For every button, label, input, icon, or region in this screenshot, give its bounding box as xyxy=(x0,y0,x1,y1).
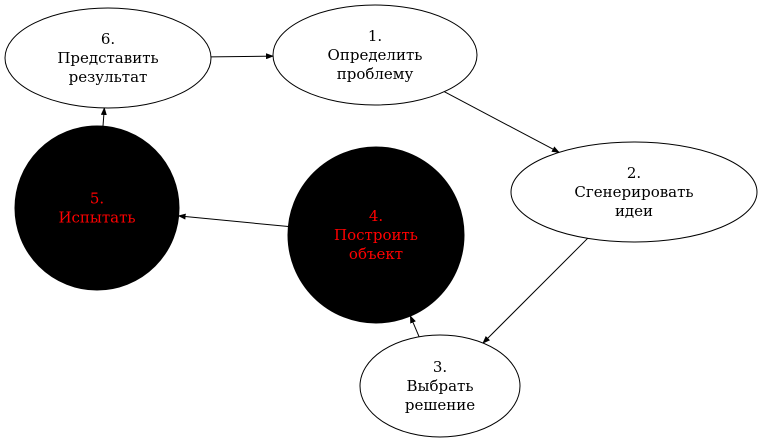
node-n5: 5.Испытать xyxy=(14,125,180,291)
node-shape xyxy=(287,146,465,324)
edge-n2-to-n3 xyxy=(482,237,589,344)
node-label-line: 3. xyxy=(433,358,447,376)
node-shape xyxy=(359,334,521,438)
node-label-line: решение xyxy=(405,396,475,414)
node-label-line: Построить xyxy=(334,226,418,244)
node-label-line: 5. xyxy=(90,190,104,208)
node-shape xyxy=(4,7,212,109)
node-label-line: идеи xyxy=(615,202,653,220)
edge-n4-to-n5 xyxy=(177,213,289,228)
edge-n3-to-n4 xyxy=(409,315,420,337)
node-label-line: результат xyxy=(69,68,148,86)
node-shape xyxy=(272,4,478,106)
node-label-line: 1. xyxy=(368,27,382,45)
edge-n6-to-n1 xyxy=(210,53,275,60)
node-label-line: Представить xyxy=(57,49,158,67)
node-label-line: Выбрать xyxy=(406,377,473,395)
node-shape xyxy=(14,125,180,291)
node-label-line: 4. xyxy=(369,207,383,225)
node-label-line: Испытать xyxy=(58,209,135,227)
edge-n5-to-n6 xyxy=(100,106,107,127)
node-label-line: 2. xyxy=(627,164,641,182)
node-label-line: Определить xyxy=(328,46,423,64)
node-label-line: 6. xyxy=(101,30,115,48)
node-shape xyxy=(510,141,758,243)
node-label-line: проблему xyxy=(337,65,414,83)
node-label-line: объект xyxy=(349,245,403,263)
node-label-line: Сгенерировать xyxy=(574,183,693,201)
edge-n1-to-n2 xyxy=(444,91,560,153)
